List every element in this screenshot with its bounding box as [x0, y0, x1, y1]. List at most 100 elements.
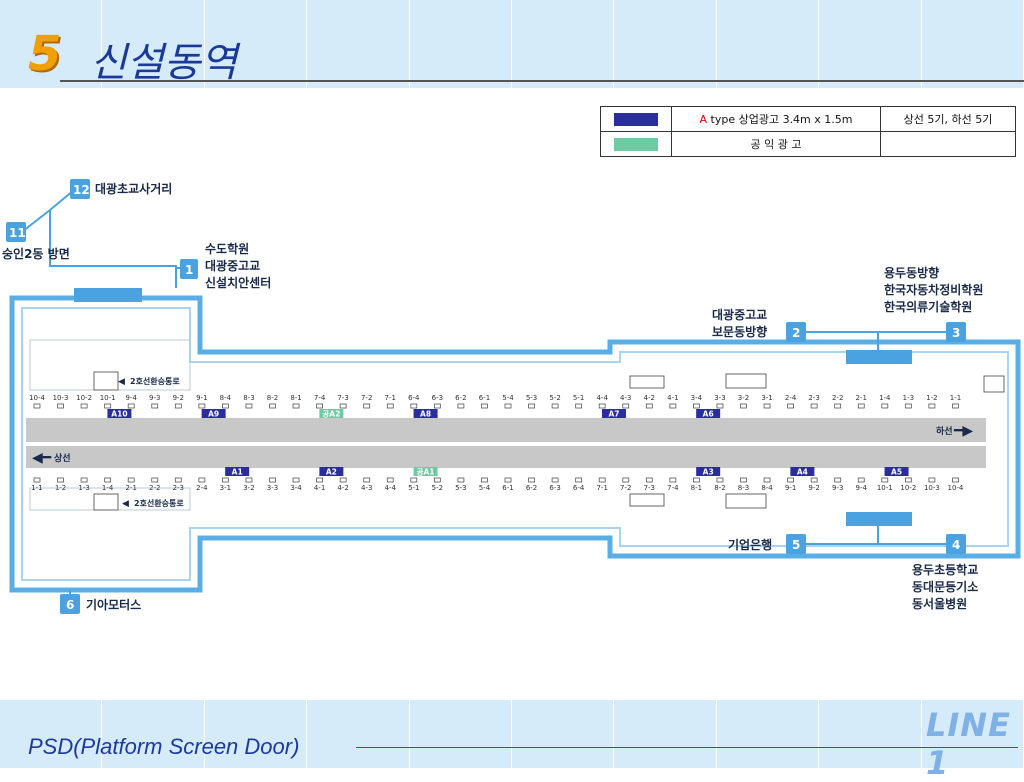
top-door-label: 9-3 — [149, 394, 160, 402]
top-door-marker — [857, 403, 865, 409]
exit-3-stub — [846, 350, 912, 364]
bottom-ad-panel — [413, 467, 438, 476]
bottom-door-label: 10-1 — [877, 484, 893, 492]
bottom-door-marker — [316, 477, 324, 483]
top-door-marker — [575, 403, 583, 409]
top-door-marker — [504, 403, 512, 409]
bottom-door-marker — [339, 477, 347, 483]
footer-rule — [356, 747, 1018, 748]
top-ad-panel — [413, 409, 438, 418]
bottom-door-marker — [198, 477, 206, 483]
down-direction-label: 하선 — [936, 425, 953, 437]
transfer-label-top: 2호선환승통로 — [130, 376, 180, 386]
bottom-door-marker — [857, 477, 865, 483]
top-door-label: 9-2 — [173, 394, 184, 402]
exit-1-line-1: 수도학원 — [205, 241, 249, 256]
bottom-door-label: 7-3 — [644, 484, 655, 492]
top-door-marker — [104, 403, 112, 409]
top-door-marker — [598, 403, 606, 409]
top-door-marker — [386, 403, 394, 409]
bottom-door-label: 6-1 — [502, 484, 513, 492]
bottom-ad-panel — [884, 467, 909, 476]
bottom-door-marker — [433, 477, 441, 483]
exit-6-number: 6 — [66, 598, 74, 612]
top-ad-label: A8 — [420, 410, 431, 419]
footer-title: PSD(Platform Screen Door) — [28, 734, 300, 759]
top-door-marker — [433, 403, 441, 409]
top-door-label: 2-4 — [785, 394, 797, 402]
exit-11: 11 숭인2동 방면 — [2, 209, 70, 261]
top-ad-panel — [319, 409, 344, 418]
bottom-ad-label: A2 — [326, 468, 337, 477]
exit-4-stub — [846, 512, 912, 526]
top-ad-panel — [201, 409, 226, 418]
top-door-label: 1-2 — [926, 394, 937, 402]
exit-2-number: 2 — [792, 326, 800, 340]
bottom-door-marker — [904, 477, 912, 483]
top-door-label: 6-1 — [479, 394, 490, 402]
top-door-label: 3-2 — [738, 394, 749, 402]
top-door-label: 7-2 — [361, 394, 372, 402]
legend-public-label: 공 익 광 고 — [671, 131, 881, 157]
bottom-door-marker — [245, 477, 253, 483]
bottom-door-label: 2-1 — [125, 484, 136, 492]
bottom-door-label: 10-3 — [924, 484, 940, 492]
bottom-door-marker — [763, 477, 771, 483]
bottom-door-marker — [551, 477, 559, 483]
exit-4: 4 용두초등학교 동대문등기소 동서울병원 — [912, 534, 978, 611]
exit-3-number: 3 — [952, 326, 960, 340]
top-door-label: 1-3 — [903, 394, 914, 402]
bottom-door-marker — [881, 477, 889, 483]
top-door-marker — [551, 403, 559, 409]
line-logo: LINE 1 — [926, 706, 1011, 782]
top-door-label: 7-1 — [385, 394, 396, 402]
bottom-door-label: 2-2 — [149, 484, 160, 492]
top-door-label: 6-4 — [408, 394, 420, 402]
bottom-door-label: 3-4 — [290, 484, 302, 492]
top-ad-label: A9 — [208, 410, 219, 419]
top-ad-panel — [107, 409, 132, 418]
bottom-door-marker — [928, 477, 936, 483]
bottom-door-marker — [952, 477, 959, 483]
bottom-door-marker — [528, 477, 535, 483]
bottom-door-marker — [33, 477, 41, 483]
top-door-label: 8-3 — [243, 394, 254, 402]
exit-12: 12 대광초교사거리 — [49, 179, 177, 288]
top-door-marker — [57, 403, 64, 409]
top-door-marker — [269, 403, 276, 409]
top-door-marker — [645, 403, 653, 409]
bottom-door-marker — [645, 477, 653, 483]
top-ad-label: A10 — [111, 410, 127, 419]
top-door-label: 4-3 — [620, 394, 631, 402]
exit-1-number: 1 — [185, 263, 193, 277]
top-door-label: 4-1 — [667, 394, 678, 402]
stairs-mid-top — [629, 375, 665, 389]
bottom-door-label: 4-2 — [337, 484, 348, 492]
top-door-marker — [151, 403, 159, 409]
top-door-label: 10-2 — [76, 394, 92, 402]
bottom-door-marker — [410, 477, 418, 483]
top-door-marker — [174, 403, 182, 409]
bottom-door-label: 7-4 — [667, 484, 679, 492]
bottom-door-marker — [457, 477, 465, 483]
top-door-label: 3-1 — [761, 394, 772, 402]
track-down — [26, 418, 986, 442]
exit-12-number: 12 — [73, 183, 90, 197]
bottom-door-marker — [740, 477, 747, 483]
top-door-marker — [198, 403, 206, 409]
bottom-door-label: 9-3 — [832, 484, 843, 492]
top-door-marker — [457, 403, 465, 409]
bottom-door-marker — [151, 477, 159, 483]
bottom-door-label: 10-4 — [948, 484, 964, 492]
top-door-marker — [410, 403, 418, 409]
legend-type-prefix: A — [699, 113, 708, 126]
bottom-door-marker — [104, 477, 112, 483]
exit-1-line-2: 대광중고교 — [205, 258, 260, 273]
top-door-marker — [763, 403, 771, 409]
legend-table: A type 상업광고 3.4m x 1.5m 상선 5기, 하선 5기 공 익… — [600, 106, 1016, 157]
bottom-ad-label: A3 — [703, 468, 714, 477]
bottom-door-label: 8-4 — [761, 484, 773, 492]
exit-2-line-1: 대광중고교 — [712, 307, 767, 322]
bottom-ad-panel — [790, 467, 815, 476]
